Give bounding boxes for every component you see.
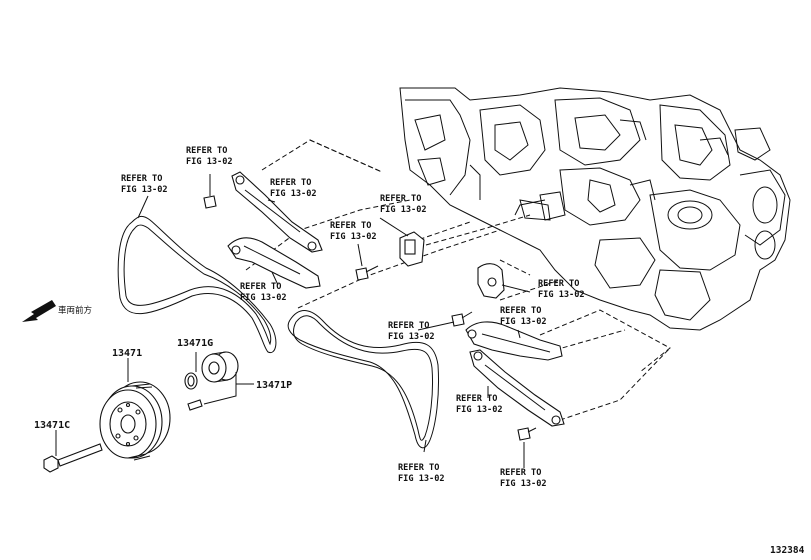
front-direction-label: 車両前方 xyxy=(58,305,92,316)
diagram-id: 132384 xyxy=(770,545,805,556)
chain-guide-lower-right xyxy=(469,349,565,427)
callout-text: FIG 13-02 xyxy=(388,332,435,342)
callout-ref-tensioner-bolt: REFER TO FIG 13-02 xyxy=(330,221,377,242)
callout-text: REFER TO xyxy=(186,146,227,156)
callout-text: REFER TO xyxy=(538,279,579,289)
callout-text: REFER TO xyxy=(330,221,371,231)
callout-text: REFER TO xyxy=(500,306,541,316)
callout-text: FIG 13-02 xyxy=(186,157,233,167)
callout-ref-upper-left: REFER TO FIG 13-02 xyxy=(121,174,168,195)
callout-ref-bracket-bolt: REFER TO FIG 13-02 xyxy=(388,321,435,342)
callout-text: FIG 13-02 xyxy=(380,205,427,215)
callout-ref-lower-bolt: REFER TO FIG 13-02 xyxy=(500,468,547,489)
callout-text: FIG 13-02 xyxy=(330,232,377,242)
bracket-right xyxy=(477,263,505,299)
part-number-13471C: 13471C xyxy=(34,420,70,431)
callout-text: REFER TO xyxy=(398,463,439,473)
key-pin xyxy=(187,399,203,411)
callout-text: REFER TO xyxy=(456,394,497,404)
callout-text: FIG 13-02 xyxy=(240,293,287,303)
callout-text: FIG 13-02 xyxy=(500,479,547,489)
callout-text: REFER TO xyxy=(270,178,311,188)
callout-text: FIG 13-02 xyxy=(538,290,585,300)
chain-guide-upper-left xyxy=(231,171,323,253)
callout-text: REFER TO xyxy=(121,174,162,184)
callout-text: FIG 13-02 xyxy=(121,185,168,195)
front-direction-arrow xyxy=(22,300,56,322)
bolt-tensioner xyxy=(355,265,379,281)
bolt-upper xyxy=(203,188,217,209)
crankshaft-pulley xyxy=(99,381,171,461)
callout-ref-tensioner-arm: REFER TO FIG 13-02 xyxy=(240,282,287,303)
bolt-lower-right xyxy=(517,427,537,441)
o-ring xyxy=(184,372,198,390)
crank-bolt xyxy=(43,443,103,473)
tensioner-arm-right xyxy=(465,321,563,361)
timing-chain-left xyxy=(117,215,277,354)
callout-ref-tensioner-top: REFER TO FIG 13-02 xyxy=(380,194,427,215)
callout-ref-chain: REFER TO FIG 13-02 xyxy=(398,463,445,484)
part-number-13471: 13471 xyxy=(112,348,142,359)
callout-text: REFER TO xyxy=(380,194,421,204)
bolt-bracket xyxy=(451,311,473,327)
engine-block-drawing xyxy=(399,87,791,331)
callout-text: FIG 13-02 xyxy=(500,317,547,327)
tensioner-arm-left xyxy=(227,237,321,289)
callout-ref-upper-center: REFER TO FIG 13-02 xyxy=(186,146,233,167)
callout-text: FIG 13-02 xyxy=(456,405,503,415)
chain-tensioner xyxy=(399,231,425,267)
callout-text: REFER TO xyxy=(388,321,429,331)
part-number-13471G: 13471G xyxy=(177,338,213,349)
callout-text: REFER TO xyxy=(500,468,541,478)
callout-text: FIG 13-02 xyxy=(270,189,317,199)
callout-ref-guide: REFER TO FIG 13-02 xyxy=(270,178,317,199)
part-leader-lines xyxy=(55,174,531,468)
callout-text: FIG 13-02 xyxy=(398,474,445,484)
callout-ref-bracket: REFER TO FIG 13-02 xyxy=(538,279,585,300)
part-number-13471P: 13471P xyxy=(256,380,292,391)
callout-ref-right-arm: REFER TO FIG 13-02 xyxy=(500,306,547,327)
timing-chain-right xyxy=(287,310,439,449)
crank-sprocket xyxy=(201,351,239,383)
callout-ref-right-guide: REFER TO FIG 13-02 xyxy=(456,394,503,415)
callout-text: REFER TO xyxy=(240,282,281,292)
